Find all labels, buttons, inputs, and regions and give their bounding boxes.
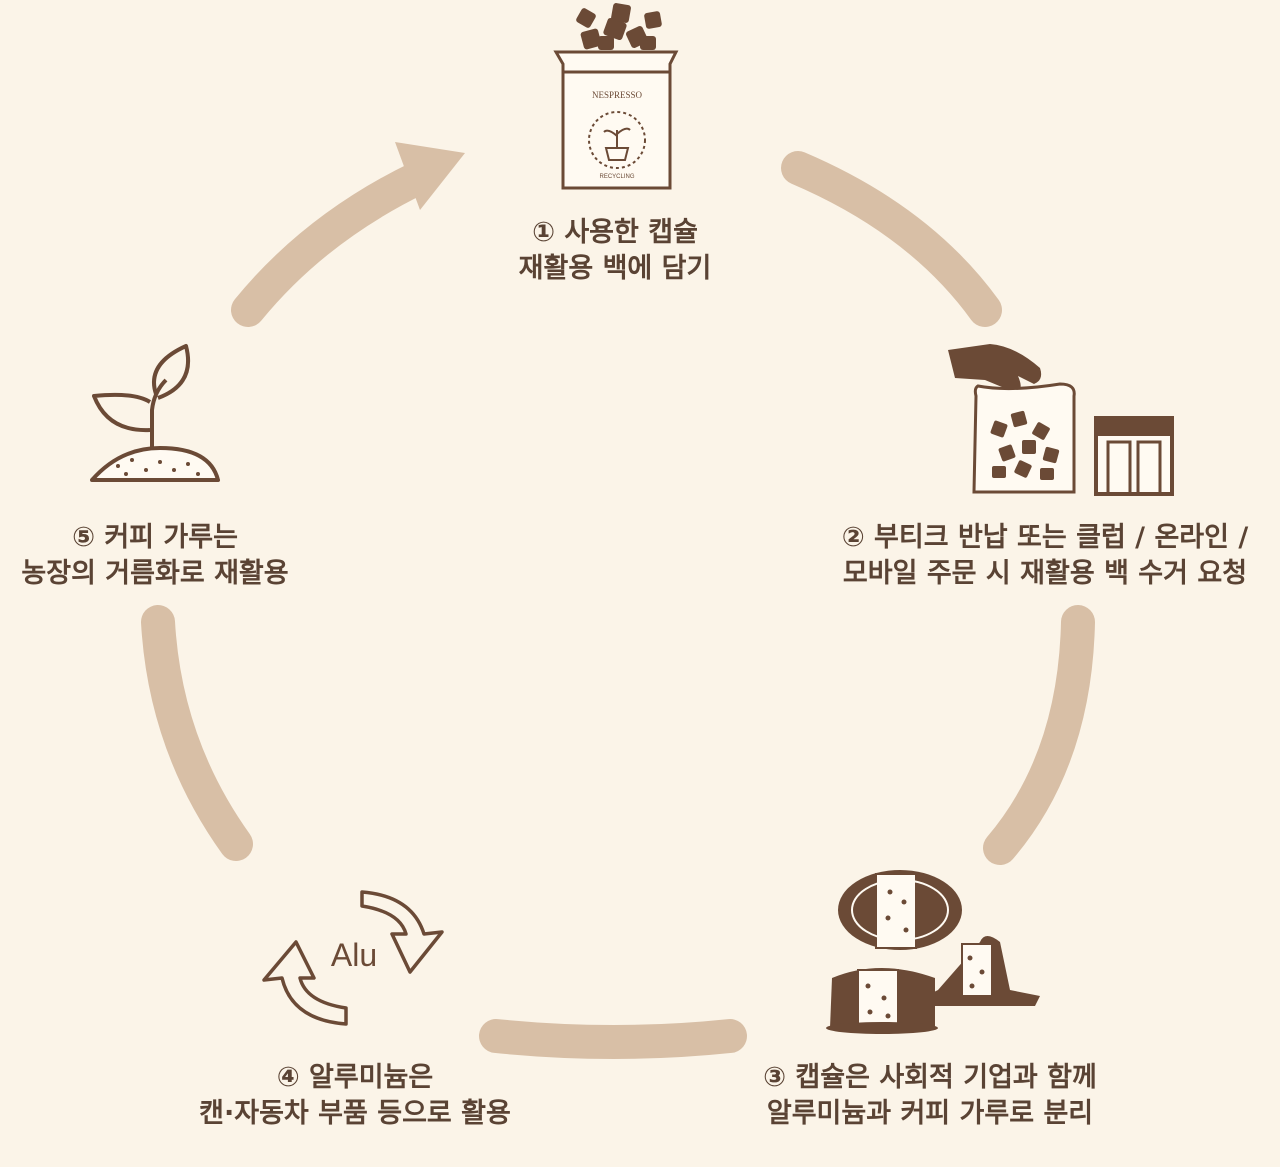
step-5-label: ⑤ 커피 가루는 농장의 거름화로 재활용: [0, 520, 310, 592]
step-3-line-1: ③ 캡슐은 사회적 기업과 함께: [763, 1062, 1097, 1093]
arc-2-to-3: [983, 605, 1095, 865]
step-3-line-2: 알루미늄과 커피 가루로 분리: [766, 1098, 1094, 1129]
arc-3-to-4: [479, 1019, 747, 1059]
arc-1-to-2: [781, 151, 1002, 327]
step-4-line-2: 캔·자동차 부품 등으로 활용: [199, 1098, 511, 1129]
bag-brand-text: NESPRESSO: [592, 90, 643, 100]
cycle-arcs: [141, 142, 1095, 1059]
step-4-line-1: ④ 알루미늄은: [276, 1062, 434, 1093]
step-1-line-1: ① 사용한 캡슐: [532, 217, 698, 248]
boutique-return-icon: [948, 344, 1174, 496]
step-2-label: ② 부티크 반납 또는 클럽 / 온라인 / 모바일 주문 시 재활용 백 수거…: [825, 520, 1265, 592]
recycling-bag-icon: [553, 3, 679, 190]
capsule-separation-icon: [826, 870, 1040, 1034]
aluminium-recycle-icon: [262, 890, 444, 1026]
step-1-label: ① 사용한 캡슐 재활용 백에 담기: [440, 215, 790, 287]
step-3-label: ③ 캡슐은 사회적 기업과 함께 알루미늄과 커피 가루로 분리: [740, 1060, 1120, 1132]
step-2-line-2: 모바일 주문 시 재활용 백 수거 요청: [842, 558, 1248, 589]
step-2-line-1: ② 부티크 반납 또는 클럽 / 온라인 /: [841, 522, 1249, 553]
step-5-line-1: ⑤ 커피 가루는: [72, 522, 238, 553]
step-5-line-2: 농장의 거름화로 재활용: [21, 558, 289, 589]
step-1-line-2: 재활용 백에 담기: [518, 253, 712, 284]
bag-ring-text: RECYCLING: [599, 174, 634, 180]
arc-4-to-5: [141, 605, 253, 861]
sprout-soil-icon: [90, 344, 220, 482]
arc-5-to-1-arrow: [231, 142, 465, 327]
alu-text: Alu: [331, 937, 377, 973]
step-4-label: ④ 알루미늄은 캔·자동차 부품 등으로 활용: [170, 1060, 540, 1132]
